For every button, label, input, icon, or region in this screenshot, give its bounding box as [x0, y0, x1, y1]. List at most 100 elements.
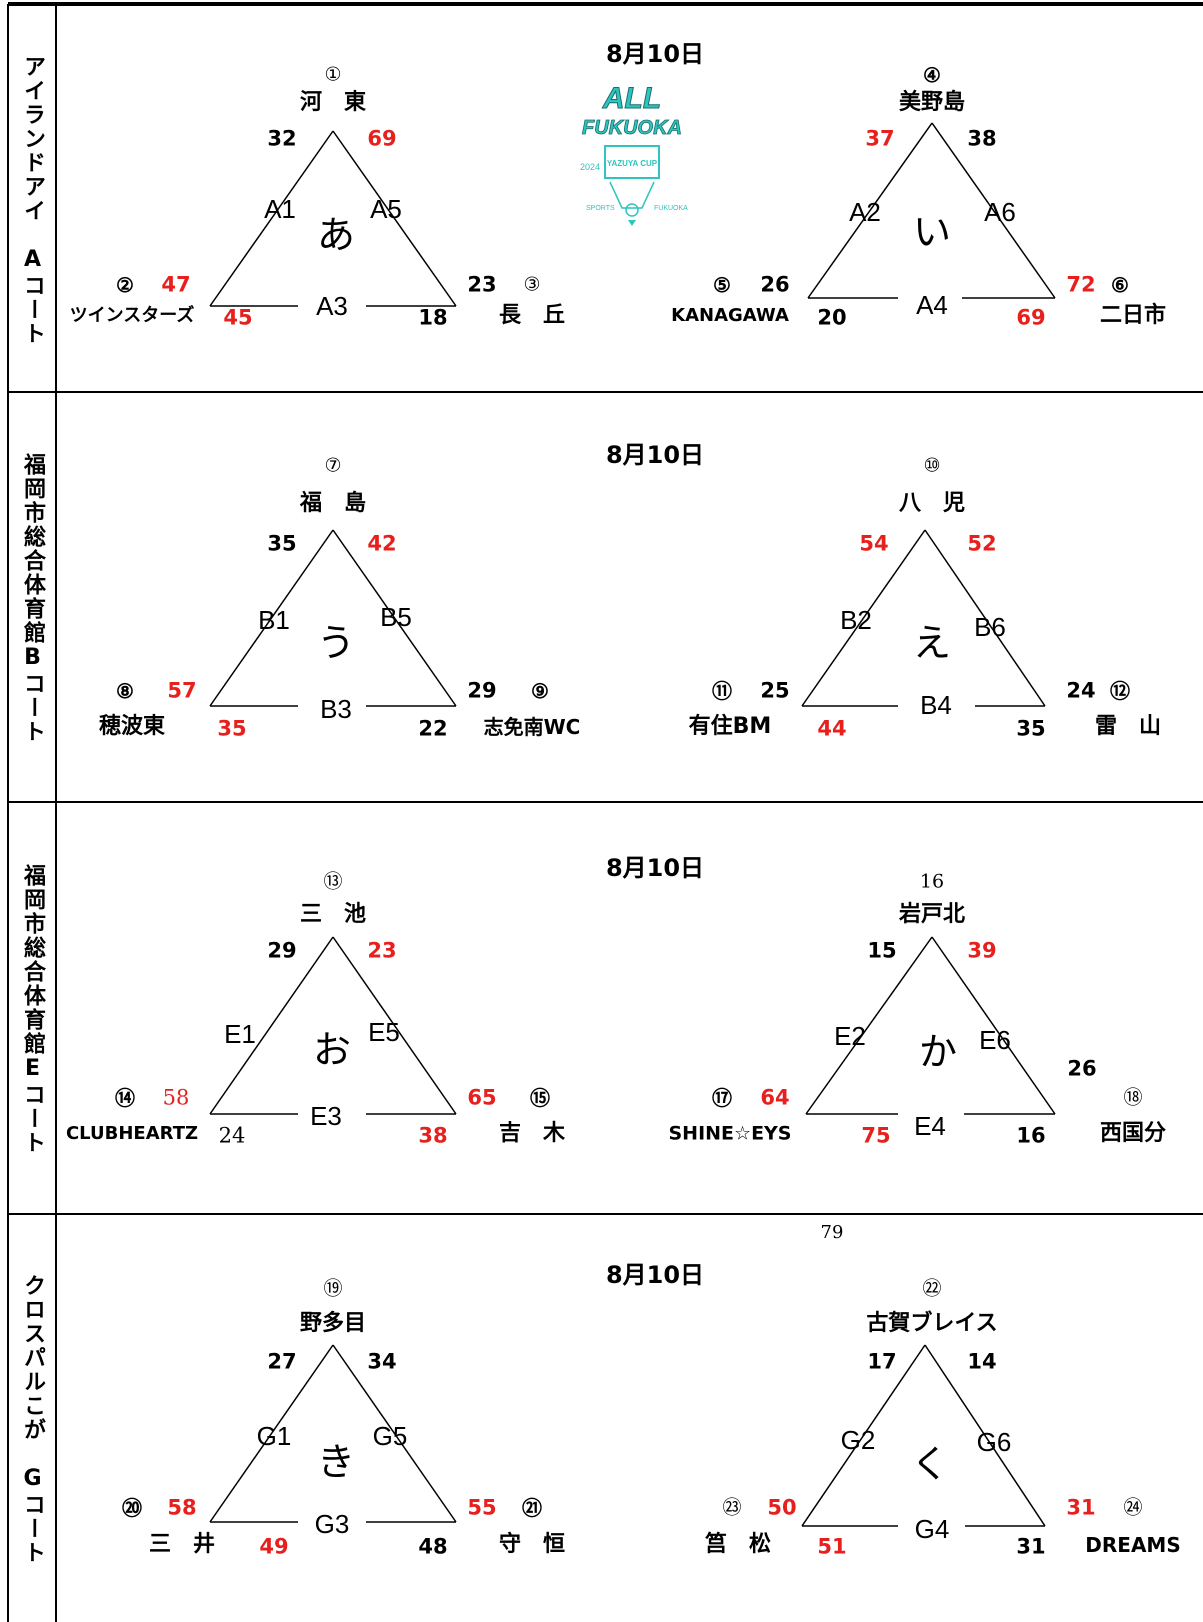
- match-code: G2: [840, 1425, 876, 1455]
- seed-number: ㉑: [522, 1496, 542, 1520]
- team-name: 三 池: [299, 902, 367, 927]
- svg-text:YAZUYA CUP: YAZUYA CUP: [607, 159, 658, 168]
- match-code: G3: [314, 1509, 350, 1539]
- seed-number: ⑩: [923, 454, 941, 477]
- score: 26: [1067, 1056, 1097, 1081]
- team-name: 吉 木: [498, 1121, 566, 1146]
- score: 31: [1066, 1495, 1096, 1520]
- match-code: B1: [258, 605, 290, 635]
- team-name: 有住BM: [688, 714, 772, 739]
- seed-number: ⑧: [116, 679, 134, 703]
- score: 54: [859, 531, 889, 556]
- seed-number: ㉓: [722, 1496, 742, 1519]
- score: 49: [259, 1534, 289, 1559]
- score: 52: [967, 531, 997, 556]
- team-name: 河 東: [299, 90, 367, 115]
- score: 38: [418, 1123, 448, 1148]
- seed-number: ④: [923, 63, 941, 87]
- team-name: KANAGAWA: [671, 305, 789, 326]
- score: 35: [217, 716, 247, 741]
- team-name: 長 丘: [498, 303, 566, 328]
- score: 38: [967, 126, 997, 151]
- seed-number: ⑤: [713, 273, 731, 297]
- score: 45: [223, 305, 253, 330]
- score: 65: [467, 1085, 497, 1110]
- score: 26: [760, 272, 790, 297]
- group-kana: き: [316, 1440, 356, 1484]
- seed-number: ⑨: [531, 679, 549, 703]
- match-code: G6: [976, 1427, 1012, 1457]
- score: 72: [1066, 272, 1096, 297]
- match-code: E1: [224, 1019, 256, 1049]
- score: 15: [867, 938, 897, 963]
- date-label: 8月10日: [605, 441, 705, 469]
- group-kana: あ: [316, 213, 356, 257]
- score: 57: [167, 678, 197, 703]
- match-code: G5: [372, 1421, 408, 1451]
- team-name: 筥 松: [704, 1532, 772, 1557]
- team-name: 穂波東: [98, 714, 166, 739]
- seed-number: ⑰: [712, 1086, 732, 1110]
- score: 75: [861, 1123, 891, 1148]
- match-code: A3: [316, 291, 348, 321]
- svg-text:FUKUOKA: FUKUOKA: [654, 205, 688, 212]
- score: 24: [1066, 678, 1096, 703]
- team-name: 野多目: [299, 1311, 367, 1336]
- score: 58: [167, 1495, 197, 1520]
- match-code: A2: [849, 197, 881, 227]
- score: 20: [817, 305, 847, 330]
- match-code: E6: [979, 1025, 1011, 1055]
- seed-number: ⑱: [1123, 1086, 1143, 1109]
- date-label: 8月10日: [605, 1261, 705, 1289]
- seed-number: ②: [116, 273, 134, 297]
- score: 64: [760, 1085, 790, 1110]
- group-kana: う: [316, 621, 356, 665]
- team-name: 三 井: [148, 1532, 216, 1557]
- score: 37: [865, 126, 895, 151]
- score: 17: [867, 1349, 897, 1374]
- team-name: 雷 山: [1094, 714, 1162, 739]
- score: 34: [367, 1349, 397, 1374]
- court-label-e: 福岡市総合体育館Eコート: [20, 863, 45, 1155]
- seed-number: ⑳: [122, 1496, 142, 1520]
- all-fukuoka-logo: ALL FUKUOKA YAZUYA CUP 2024 SPORTS FUKUO…: [550, 78, 715, 228]
- score: 22: [418, 716, 448, 741]
- team-name: 志免南WC: [483, 715, 581, 739]
- group-kana: く: [910, 1442, 950, 1486]
- team-name: DREAMS: [1085, 1533, 1181, 1557]
- court-label-a: アイランドアイ Aコート: [20, 54, 45, 346]
- score: 51: [817, 1534, 847, 1559]
- seed-number: ㉔: [1123, 1496, 1143, 1519]
- score: 48: [418, 1534, 448, 1559]
- score: 16: [1016, 1123, 1046, 1148]
- seed-number: ㉒: [922, 1277, 942, 1300]
- match-code: E4: [914, 1111, 946, 1141]
- date-label: 8月10日: [605, 854, 705, 882]
- seed-number: ⑫: [1110, 679, 1130, 703]
- seed-number: ⑮: [530, 1086, 550, 1110]
- match-code: B3: [320, 694, 352, 724]
- team-name: 福 島: [299, 491, 367, 516]
- score: 27: [267, 1349, 297, 1374]
- stray-number: 79: [820, 1222, 844, 1243]
- score: 69: [367, 126, 397, 151]
- match-code: A1: [264, 194, 296, 224]
- match-code: B5: [380, 602, 412, 632]
- score: 42: [367, 531, 397, 556]
- match-code: E3: [310, 1101, 342, 1131]
- score: 29: [267, 938, 297, 963]
- svg-text:SPORTS: SPORTS: [586, 205, 615, 212]
- match-code: E2: [834, 1021, 866, 1051]
- match-code: A6: [984, 197, 1016, 227]
- date-label: 8月10日: [605, 40, 705, 68]
- team-name: 二日市: [1099, 303, 1167, 328]
- score: 69: [1016, 305, 1046, 330]
- score: 35: [267, 531, 297, 556]
- score: 14: [967, 1349, 997, 1374]
- score: 35: [1016, 716, 1046, 741]
- seed-number: ⑪: [712, 679, 732, 703]
- score: 18: [418, 305, 448, 330]
- group-kana: か: [918, 1030, 958, 1074]
- team-name: 古賀ブレイス: [866, 1311, 998, 1336]
- match-code: B2: [840, 605, 872, 635]
